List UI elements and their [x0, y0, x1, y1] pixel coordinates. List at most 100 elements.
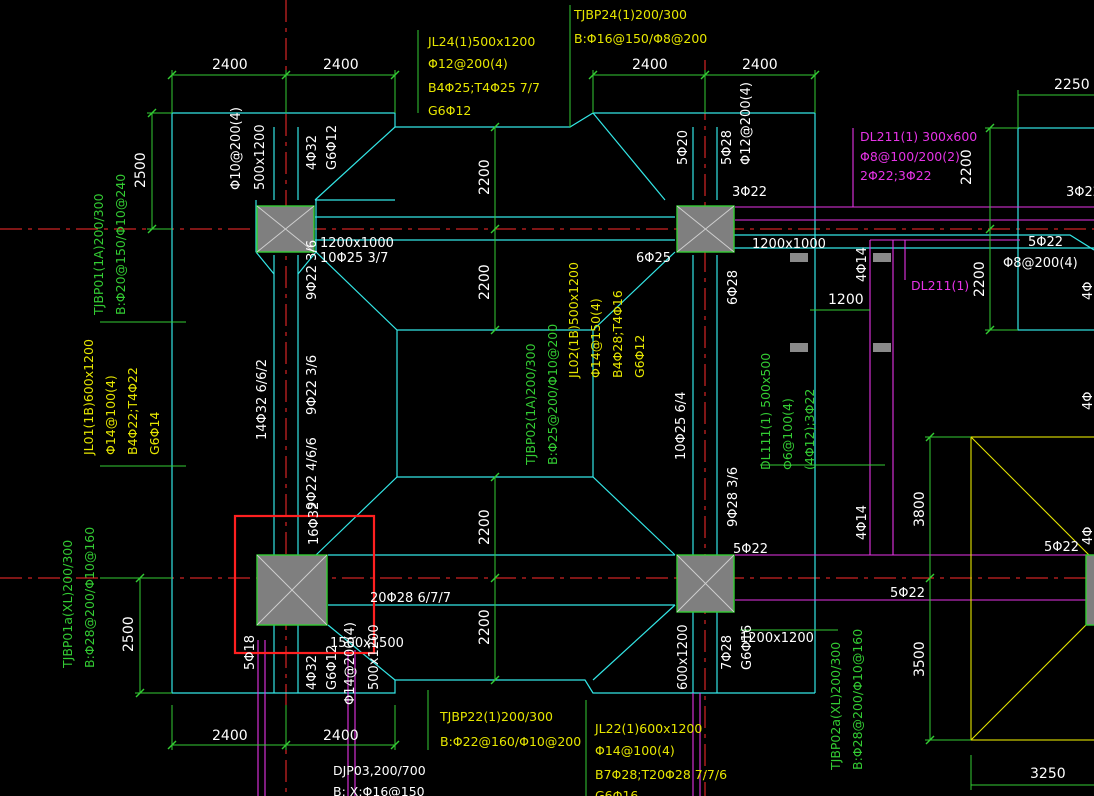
label-tjbp01a-1: B:Φ28@200/Φ10@160 [82, 527, 97, 668]
ann-right-4Φ-e: 4Φ [1081, 526, 1094, 545]
ann-col-tr-bar: 6Φ25 [636, 251, 671, 266]
label-jl22-0: JL22(1)600x1200 [594, 721, 702, 736]
label-jl24-1: Φ12@200(4) [428, 56, 508, 71]
ann-top-bar-r2: 5Φ28 [720, 130, 735, 165]
dim-right-3250: 3250 [1030, 766, 1066, 782]
label-djp03-1: B: X:Φ16@150 [333, 784, 425, 796]
ann-bot-bar-r2: G6Φ16 [740, 625, 755, 670]
small-markers [790, 253, 891, 352]
ann-right-4Φ-d: 4Φ [1081, 391, 1094, 410]
label-dl111-2: (4Φ12);3Φ22 [802, 389, 817, 470]
ann-top-size-l: 500x1200 [253, 124, 268, 190]
dimension-ticks [135, 70, 995, 750]
label-jl02-2: B4Φ28;T4Φ16 [610, 290, 625, 378]
label-tjbp01a-0: TJBP01a(XL)200/300 [60, 540, 75, 669]
ann-right-5Φ22-a: 5Φ22 [1028, 235, 1063, 250]
label-jl22-2: B7Φ28;T20Φ28 7/7/6 [595, 767, 727, 782]
ann-top-stir-l: Φ10@200(4) [229, 107, 244, 190]
label-jl24-0: JL24(1)500x1200 [427, 34, 535, 49]
dim-bottom-left-a: 2400 [212, 728, 248, 744]
dim-top-right-b: 2400 [742, 57, 778, 73]
ann-bot-bar-l3: 5Φ18 [243, 635, 258, 670]
dim-mid-lower-a: 2200 [477, 509, 493, 545]
ann-right-4Φ-c: 4Φ [1081, 281, 1094, 300]
dimension-texts: 2400 2400 2400 2400 2400 2400 2250 3250 … [121, 57, 1090, 782]
column-bottom-right[interactable] [676, 554, 735, 613]
green-labels: TJBP01(1A)200/300 B:Φ20@150/Φ10@240 TJBP… [60, 174, 865, 771]
ann-bot-bar: 20Φ28 6/7/7 [370, 591, 451, 606]
label-tjbp22-0: TJBP22(1)200/300 [439, 709, 553, 724]
column-far-right[interactable] [1085, 554, 1094, 626]
dim-left-bottom: 2500 [121, 616, 137, 652]
label-tjbp24-0: TJBP24(1)200/300 [573, 7, 687, 22]
label-jl01-2: B4Φ22;T4Φ22 [125, 367, 140, 455]
ann-bot-bar-r1: 7Φ28 [720, 635, 735, 670]
ann-top-bar-l1: 4Φ32 [305, 135, 320, 170]
dim-left-top: 2500 [133, 152, 149, 188]
magenta-labels: DL211(1) 300x600 Φ8@100/200(2) 2Φ22;3Φ22… [860, 129, 977, 293]
ann-bot-size-l: 500x1200 [367, 624, 382, 690]
rebar-annotations: 1200x1000 10Φ25 3/7 1200x1000 6Φ25 1200x… [229, 82, 1094, 705]
label-dl211-side: DL211(1) [911, 278, 969, 293]
ann-left-bar-d: 9Φ22 4/6/6 [305, 437, 320, 510]
label-tjbp02-0: TJBP02(1A)200/300 [523, 343, 538, 466]
ann-bot-stir-l: Φ14@200(4) [343, 622, 358, 705]
ann-col-br-top: 5Φ22 [733, 542, 768, 557]
ann-top-stir-r: Φ12@200(4) [739, 82, 754, 165]
dim-right-3800: 3800 [912, 491, 928, 527]
dl-beams [257, 128, 1094, 796]
ann-mid-bar: 10Φ25 6/4 [674, 392, 689, 460]
pyramid-footing [970, 436, 1094, 741]
label-jl02-3: G6Φ12 [632, 335, 647, 378]
ann-right-stir: Φ8@200(4) [1003, 256, 1078, 271]
dim-mid-middle: 2200 [477, 264, 493, 300]
dim-bottom-left-b: 2400 [323, 728, 359, 744]
label-tjbp24-1: B:Φ16@150/Φ8@200 [574, 31, 707, 46]
label-jl01-0: JL01(1B)600x1200 [81, 339, 96, 456]
label-tjbp01-0: TJBP01(1A)200/300 [91, 193, 106, 316]
ann-top-bar-l2: G6Φ12 [325, 125, 340, 170]
ann-bot-bar-l2: G6Φ12 [325, 645, 340, 690]
column-top-right[interactable] [676, 205, 735, 253]
dim-top-left-a: 2400 [212, 57, 248, 73]
dim-right-2250: 2250 [1054, 77, 1090, 93]
label-tjbp02a-0: TJBP02a(XL)200/300 [828, 642, 843, 771]
label-tjbp02a-1: B:Φ28@200/Φ10@160 [850, 629, 865, 770]
label-dl111-0: DL111(1) 500x500 [758, 353, 773, 470]
ann-col-tl-size: 1200x1000 [320, 236, 394, 251]
label-tjbp02-1: B:Φ25@200/Φ10@200 [545, 324, 560, 465]
ann-right-bar-b: 6Φ28 [726, 270, 741, 305]
label-jl02-0: JL02(1B)500x1200 [566, 262, 581, 379]
label-dl211-0: DL211(1) 300x600 [860, 129, 977, 144]
ann-top-bar-r3: 3Φ22 [732, 185, 767, 200]
ann-col-tl-bar: 10Φ25 3/7 [320, 251, 388, 266]
ann-right-4Φ14-b: 4Φ14 [855, 505, 870, 540]
label-tjbp01-1: B:Φ20@150/Φ10@240 [113, 174, 128, 315]
dim-right-2200-top: 2200 [959, 149, 975, 185]
ann-col-tr-size: 1200x1000 [752, 237, 826, 252]
ann-right-5Φ22-c: 5Φ22 [890, 586, 925, 601]
label-tjbp22-1: B:Φ22@160/Φ10@200 [440, 734, 581, 749]
column-bottom-left[interactable] [256, 554, 328, 626]
ann-right-bar-a: 9Φ28 3/6 [726, 467, 741, 527]
label-jl01-3: G6Φ14 [147, 412, 162, 455]
ann-bot-bar-l1: 4Φ32 [305, 655, 320, 690]
selection-box[interactable] [233, 514, 376, 655]
label-jl02-1: Φ14@150(4) [588, 298, 603, 378]
ann-left-bar-b: 9Φ22 3/6 [305, 355, 320, 415]
label-djp03-0: DJP03,200/700 [333, 763, 426, 778]
label-dl211-1: Φ8@100/200(2) [860, 149, 960, 164]
column-top-left[interactable] [256, 205, 315, 253]
dim-top-left-b: 2400 [323, 57, 359, 73]
ann-top-bar-r1: 5Φ20 [676, 130, 691, 165]
white-labels: DJP03,200/700 B: X:Φ16@150 [333, 763, 426, 796]
ann-right-4Φ14-a: 4Φ14 [855, 247, 870, 282]
label-dl111-1: Φ6@100(4) [780, 398, 795, 470]
ann-right-5Φ22-b: 5Φ22 [1044, 540, 1079, 555]
label-jl22-3: G6Φ16 [595, 788, 638, 796]
ann-col-bl-size: 1500x1500 [330, 636, 404, 651]
ann-col-br-size: 1200x1200 [740, 631, 814, 646]
label-jl24-3: G6Φ12 [428, 103, 471, 118]
